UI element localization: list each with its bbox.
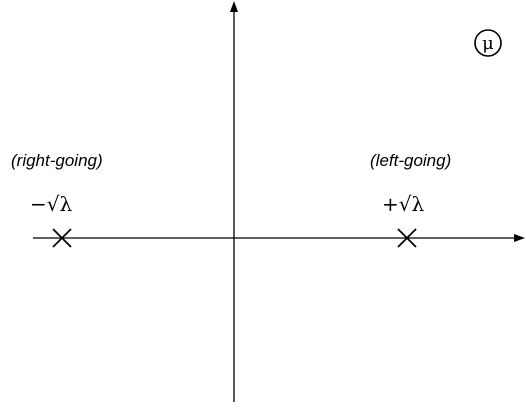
plane-label-circle <box>474 29 502 57</box>
right-pole-direction-label: (left-going) <box>370 151 451 170</box>
plane-label: μ <box>482 33 494 54</box>
imaginary-axis-arrowhead <box>230 1 238 12</box>
left-pole-cross-mark <box>52 228 72 248</box>
left-pole: (right-going) −√λ <box>11 151 103 248</box>
real-axis-arrowhead <box>514 234 525 242</box>
right-pole-cross-mark <box>397 228 417 248</box>
right-pole: (left-going) +√λ <box>370 151 451 248</box>
left-pole-value-label: −√λ <box>30 192 73 216</box>
plane-label-badge: μ <box>474 29 502 57</box>
right-pole-value-label: +√λ <box>382 192 425 216</box>
left-pole-direction-label: (right-going) <box>11 151 103 170</box>
